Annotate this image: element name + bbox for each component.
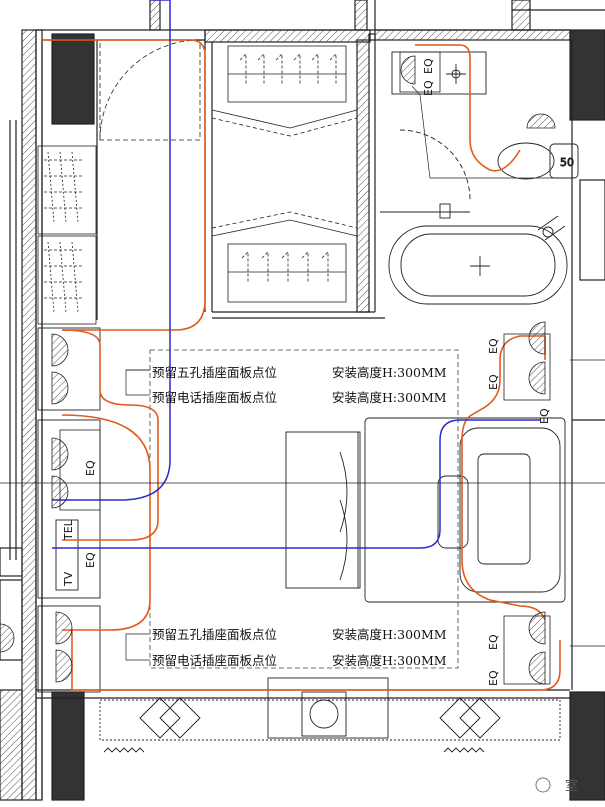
- data-wiring: [52, 0, 540, 549]
- wall-sockets: [0, 55, 556, 685]
- bathtub: [388, 225, 568, 305]
- socket-symbol: [51, 333, 69, 367]
- fifty-tag: 50: [560, 156, 574, 169]
- eq-tag: EQ: [422, 58, 435, 74]
- note-phone-lower: 预留电话插座面板点位: [152, 653, 277, 668]
- note-height-lower-1: 安装高度H:300MM: [332, 627, 447, 642]
- note-height-upper-2: 安装高度H:300MM: [332, 390, 447, 405]
- note-height-upper-1: 安装高度H:300MM: [332, 365, 447, 380]
- socket-symbol: [528, 651, 546, 685]
- eq-tag: EQ: [487, 670, 500, 686]
- power-wiring: [42, 39, 561, 691]
- desk: [99, 677, 561, 753]
- eq-tag: EQ: [487, 338, 500, 354]
- socket-symbol: [528, 361, 546, 395]
- socket-symbol: [526, 113, 556, 129]
- wardrobe-bottom: [211, 211, 358, 303]
- socket-symbol: [55, 611, 73, 645]
- installation-notes: 预留五孔插座面板点位 安装高度H:300MM 预留电话插座面板点位 安装高度H:…: [152, 365, 447, 668]
- eq-tag: EQ: [538, 408, 551, 424]
- eq-tag: EQ: [84, 552, 97, 568]
- tel-tag: TEL: [62, 519, 75, 541]
- socket-plates: [59, 51, 551, 685]
- socket-symbol: [528, 321, 546, 355]
- socket-symbol: [528, 611, 546, 645]
- toilet: 50: [497, 142, 579, 180]
- socket-symbol: [55, 649, 73, 683]
- note-socket-lower: 预留五孔插座面板点位: [152, 627, 277, 642]
- wardrobe-left: [37, 39, 201, 325]
- socket-symbol: [0, 623, 15, 653]
- eq-tag: EQ: [487, 374, 500, 390]
- note-socket-upper: 预留五孔插座面板点位: [152, 365, 277, 380]
- socket-symbol: [400, 55, 416, 85]
- note-height-lower-2: 安装高度H:300MM: [332, 653, 447, 668]
- wardrobe-top: [211, 45, 358, 137]
- shower: [537, 215, 566, 241]
- watermark: 室: [535, 777, 578, 794]
- watermark-text: 室: [565, 778, 578, 794]
- eq-tag: EQ: [84, 460, 97, 476]
- socket-symbol: [51, 371, 69, 405]
- tv-tag: TV: [62, 571, 75, 587]
- equipment-tags: EQ EQ EQ EQ EQ EQ EQ TV TEL EQ EQ: [62, 58, 551, 686]
- bed: [285, 417, 566, 603]
- eq-tag: EQ: [487, 634, 500, 650]
- reference-lines: [0, 85, 605, 661]
- eq-tag: EQ: [422, 80, 435, 96]
- wechat-icon: [535, 777, 551, 793]
- note-phone-upper: 预留电话插座面板点位: [152, 390, 277, 405]
